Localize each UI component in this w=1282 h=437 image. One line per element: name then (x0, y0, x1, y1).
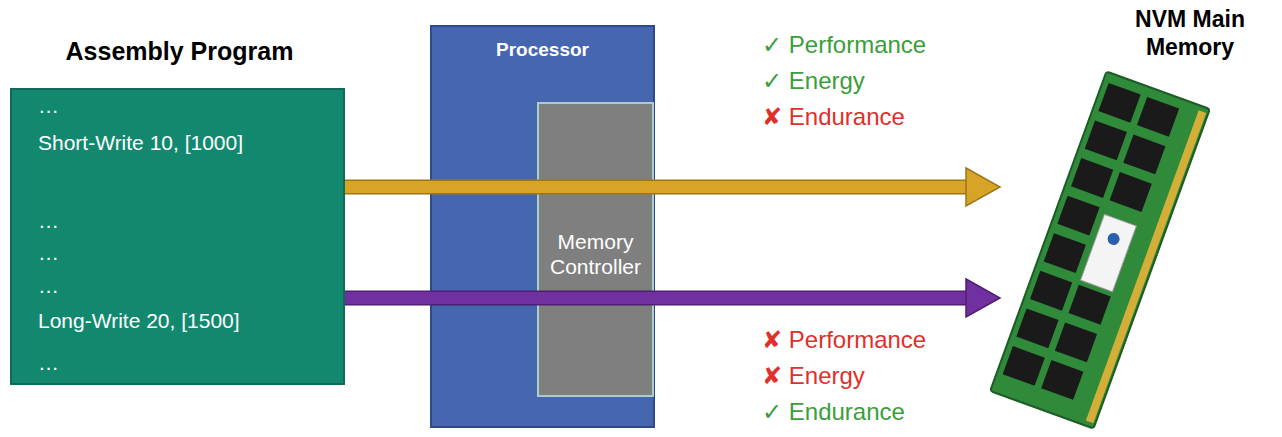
tradeoff-label: ✓ Energy (762, 67, 865, 96)
tradeoff-label: ✓ Endurance (762, 398, 905, 427)
code-line: … (38, 93, 59, 118)
program-box: Assembly Program…Short-Write 10, [1000]…… (10, 88, 345, 385)
code-line: Long-Write 20, [1500] (38, 308, 240, 333)
module-sticker (1081, 214, 1137, 291)
processor-box: ProcessorMemory Controller (430, 25, 655, 428)
controller-box: Memory Controller (537, 102, 654, 397)
sticker-logo (1106, 231, 1121, 246)
memory-module (990, 71, 1210, 428)
tradeoff-label: ✓ Performance (762, 31, 926, 60)
memory-chips (1003, 83, 1180, 400)
tradeoff-label: ✘ Endurance (762, 103, 905, 132)
code-line: … (38, 273, 59, 298)
box-heading: Assembly Program (12, 36, 347, 66)
module-board (990, 71, 1210, 428)
data-arrow (345, 279, 1000, 317)
code-line: Short-Write 10, [1000] (38, 130, 243, 155)
code-line: … (38, 240, 59, 265)
box-title: Processor (432, 39, 653, 62)
node-heading: NVM Main Memory (1105, 6, 1275, 61)
memory-node: NVM Main Memory (1000, 0, 1282, 437)
tradeoff-label: ✘ Performance (762, 326, 926, 355)
data-arrow (345, 168, 1000, 206)
box-title: Memory Controller (539, 229, 652, 279)
code-line: … (38, 208, 59, 233)
tradeoff-label: ✘ Energy (762, 362, 865, 391)
code-line: … (38, 350, 59, 375)
